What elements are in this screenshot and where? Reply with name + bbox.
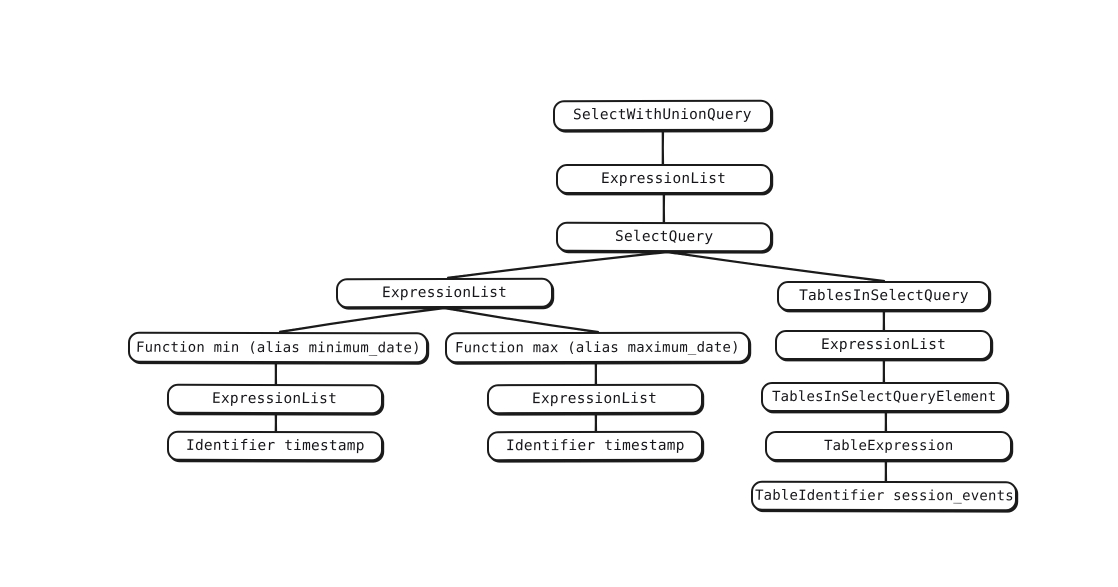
tree-node-n3[interactable]: SelectQuery: [555, 221, 773, 253]
tree-node-n15[interactable]: TableIdentifier session_events: [750, 480, 1018, 512]
tree-node-n14[interactable]: TableExpression: [765, 431, 1012, 461]
tree-node-n6[interactable]: Function min (alias minimum_date): [127, 331, 429, 364]
edge-n3-n4: [446, 250, 670, 280]
tree-node-n5[interactable]: TablesInSelectQuery: [777, 281, 990, 311]
tree-node-label: ExpressionList: [532, 390, 658, 407]
edge-n14-n15: [884, 459, 888, 483]
edge-n3-n5: [666, 250, 886, 283]
edge-n6-n9: [274, 361, 278, 386]
tree-node-n13[interactable]: Identifier timestamp: [486, 430, 704, 462]
edge-n9-n12: [274, 412, 278, 433]
edge-n11-n14: [884, 410, 888, 433]
tree-node-n1[interactable]: SelectWithUnionQuery: [552, 99, 773, 132]
edge-n4-n6: [278, 306, 447, 334]
tree-node-n12[interactable]: Identifier timestamp: [166, 430, 384, 462]
edge-n1-n2: [661, 129, 665, 166]
tree-node-label: ExpressionList: [601, 170, 727, 187]
tree-node-n10[interactable]: ExpressionList: [486, 383, 704, 415]
tree-node-label: ExpressionList: [381, 284, 508, 301]
tree-node-label: TablesInSelectQueryElement: [772, 389, 997, 405]
edge-n8-n11: [882, 358, 886, 384]
tree-node-label: ExpressionList: [820, 336, 947, 353]
tree-node-n7[interactable]: Function max (alias maximum_date): [444, 331, 751, 364]
tree-node-label: Identifier timestamp: [185, 437, 365, 454]
tree-node-label: TableExpression: [823, 438, 954, 454]
tree-node-label: Identifier timestamp: [505, 437, 685, 454]
edge-n10-n13: [594, 412, 598, 433]
tree-node-n4[interactable]: ExpressionList: [335, 277, 554, 309]
tree-node-label: Function min (alias minimum_date): [135, 339, 421, 356]
tree-node-label: TablesInSelectQuery: [798, 287, 969, 304]
tree-node-n2[interactable]: ExpressionList: [556, 164, 772, 194]
tree-node-label: TableIdentifier session_events: [754, 487, 1014, 505]
tree-node-label: Function max (alias maximum_date): [454, 339, 741, 356]
tree-node-label: ExpressionList: [212, 390, 338, 407]
tree-node-label: SelectWithUnionQuery: [573, 107, 752, 124]
tree-node-n8[interactable]: ExpressionList: [775, 330, 992, 360]
edge-n7-n10: [594, 361, 598, 386]
edge-n2-n3: [662, 192, 666, 224]
edge-n5-n8: [882, 309, 886, 332]
edge-n4-n7: [443, 306, 600, 334]
tree-node-label: SelectQuery: [614, 228, 714, 245]
tree-node-n11[interactable]: TablesInSelectQueryElement: [761, 382, 1008, 412]
tree-node-n9[interactable]: ExpressionList: [166, 383, 384, 415]
